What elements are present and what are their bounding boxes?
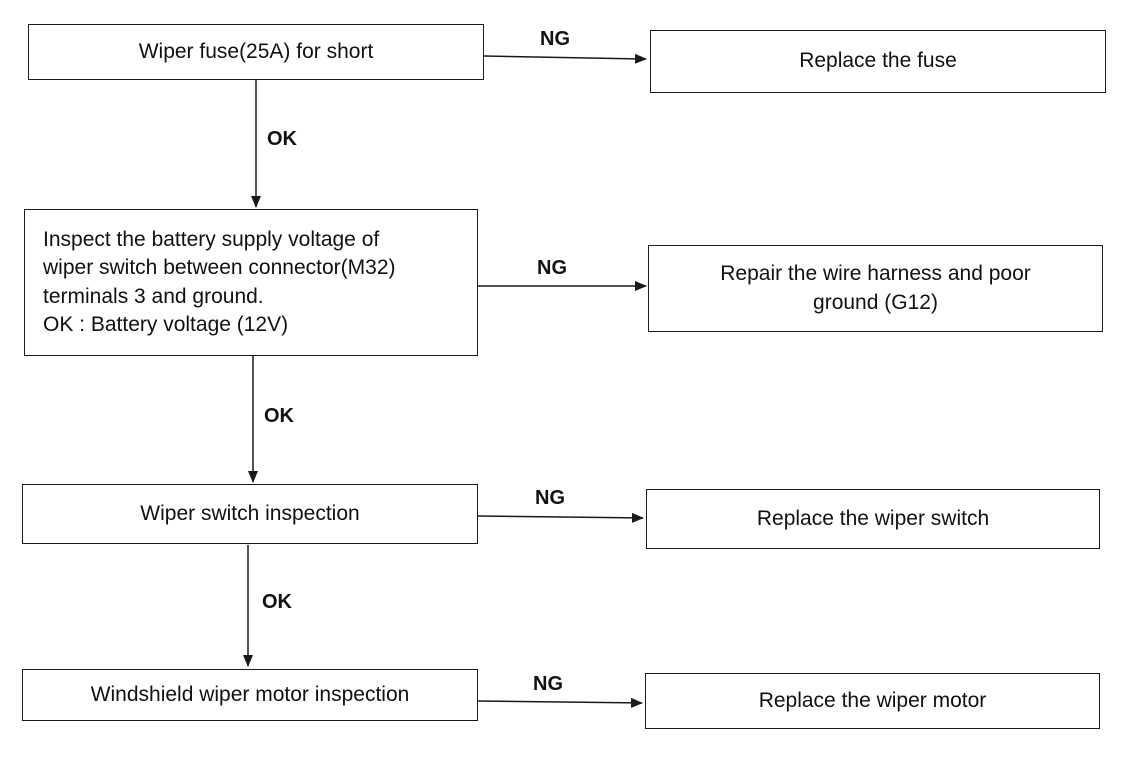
ng-label-1: NG [540, 28, 570, 50]
ng-label-2: NG [537, 257, 567, 279]
check-box-3: Wiper switch inspection [22, 484, 478, 544]
check-box-1: Wiper fuse(25A) for short [28, 24, 484, 80]
action-text-2-line-2: ground (G12) [813, 290, 938, 314]
check-text-2-line-1: Inspect the battery supply voltage of [43, 227, 380, 251]
ng-arrow-4 [477, 697, 643, 708]
ng-arrow-1 [483, 53, 647, 64]
ok-label-3: OK [262, 591, 292, 613]
action-box-3: Replace the wiper switch [646, 489, 1100, 549]
check-box-4: Windshield wiper motor inspection [22, 669, 478, 721]
action-text-4-line-1: Replace the wiper motor [758, 688, 987, 712]
action-text-2-line-1: Repair the wire harness and poor [720, 262, 1031, 286]
ng-label-3: NG [535, 487, 565, 509]
check-text-2-line-4: OK : Battery voltage (12V) [43, 312, 289, 336]
action-text-3-line-1: Replace the wiper switch [756, 506, 990, 530]
ok-label-1: OK [267, 128, 297, 150]
check-text-2-line-2: wiper switch between connector(M32) [43, 256, 396, 280]
action-box-4: Replace the wiper motor [645, 673, 1100, 729]
ng-arrow-3 [477, 512, 644, 523]
action-text-2: Repair the wire harness and poor ground … [720, 260, 1031, 317]
check-text-3-line-1: Wiper switch inspection [140, 501, 360, 525]
action-box-2: Repair the wire harness and poor ground … [648, 245, 1103, 332]
check-box-2: Inspect the battery supply voltage of wi… [24, 209, 478, 356]
check-text-2: Inspect the battery supply voltage of wi… [43, 226, 396, 339]
check-text-1-line-1: Wiper fuse(25A) for short [138, 39, 374, 63]
ng-label-4: NG [533, 673, 563, 695]
action-text-1-line-1: Replace the fuse [799, 49, 957, 73]
check-text-2-line-3: terminals 3 and ground. [43, 284, 264, 308]
ok-label-2: OK [264, 405, 294, 427]
check-text-4-line-1: Windshield wiper motor inspection [90, 682, 410, 706]
action-box-1: Replace the fuse [650, 30, 1106, 93]
